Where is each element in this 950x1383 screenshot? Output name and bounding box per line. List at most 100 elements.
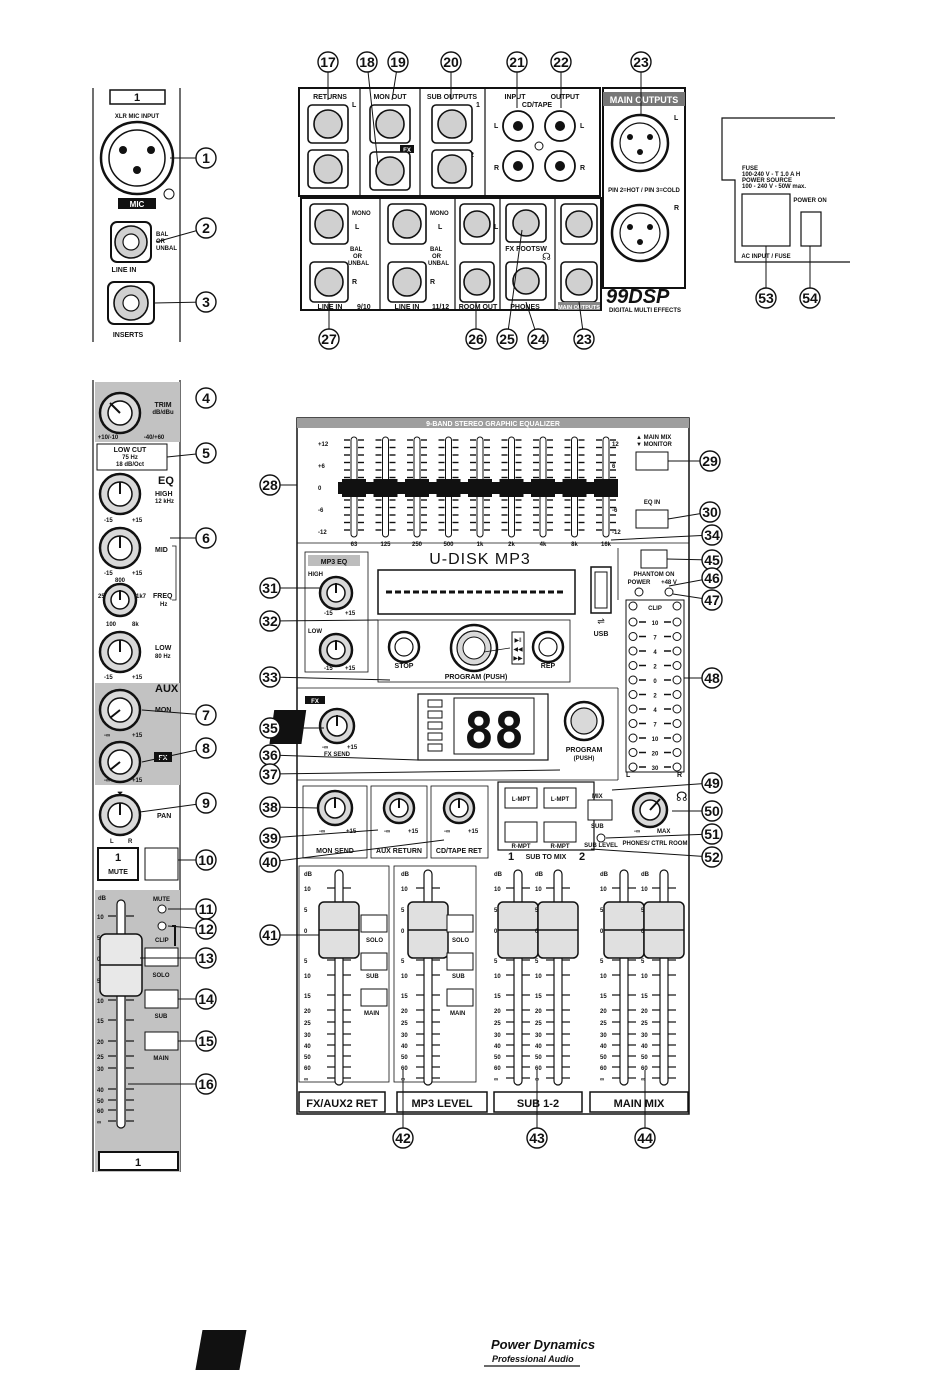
callout-number: 17 (320, 54, 336, 70)
power-line: 100 - 240 V - 50W max. (742, 184, 806, 190)
fader-scale-label: ∞ (494, 1077, 498, 1083)
pin-text: PIN 2=HOT / PIN 3=COLD (608, 188, 680, 194)
mix-sub-switch[interactable] (587, 799, 613, 821)
main-button[interactable] (144, 1031, 179, 1051)
fader-scale-label: 10 (494, 887, 501, 893)
callout-circle (259, 924, 281, 946)
callout-number: 26 (468, 331, 484, 347)
meter-led-l (628, 675, 638, 685)
sub-switch-label: SUB (591, 824, 604, 830)
headphone-icon: ☊ (542, 252, 551, 263)
sub-to-mix-2-l-button[interactable] (543, 787, 577, 809)
geq-band-label: 500 (443, 542, 454, 548)
mp3-sub-label: SUB (452, 974, 465, 980)
input-connectors-panel: 1 XLR MIC INPUT MIC BAL OR UNBAL LINE IN (92, 88, 181, 342)
fx-solo-label: SOLO (366, 938, 383, 944)
lmpt-2: L-MPT (551, 797, 570, 803)
fx-main-button[interactable] (360, 988, 388, 1007)
callout-circle (195, 147, 217, 169)
callout-circle (392, 1127, 414, 1149)
fader-scale-label: 0 (535, 929, 539, 935)
eq-high-max: +15 (132, 518, 143, 524)
mp3-low-label: LOW (308, 629, 322, 635)
sub-to-mix-2-r-button[interactable] (543, 821, 577, 843)
main-mix-monitor-button[interactable] (635, 451, 669, 471)
geq-scale-label-right: -12 (612, 530, 621, 536)
program-dsp-knob[interactable] (563, 700, 605, 742)
returns-l-jack-icon (313, 109, 343, 139)
main-outputs-label: MAIN OUTPUTS (610, 95, 679, 105)
monitor-label: ▼ MONITOR (636, 442, 672, 448)
low-cut-button[interactable] (96, 443, 168, 471)
fader-scale-label: 20 (494, 1009, 501, 1015)
geq-band-label: 63 (351, 542, 358, 548)
fx-solo-button[interactable] (360, 914, 388, 933)
fader-scale-label: 25 (641, 1021, 648, 1027)
fader-scale-label: 50 (494, 1055, 501, 1061)
fader-scale-label: 50 (304, 1055, 311, 1061)
callout-number: 31 (262, 580, 278, 596)
mute-label: MUTE (108, 869, 128, 876)
meter-scale-label: 10 (652, 621, 659, 627)
low-label: LOW (155, 645, 172, 652)
line-in-11-jack-icon (392, 209, 422, 239)
callout-circle (195, 947, 217, 969)
phantom-button[interactable] (640, 549, 668, 569)
svg-text:BAL: BAL (350, 247, 363, 253)
rmpt-2: R-MPT (551, 844, 570, 850)
output-label: OUTPUT (551, 94, 581, 101)
main-out-l-jack-icon (565, 210, 593, 238)
rep-button[interactable] (531, 630, 565, 664)
fader-scale-label: 20 (535, 1009, 542, 1015)
phones-min: -∞ (634, 829, 640, 835)
solo-button[interactable] (144, 947, 179, 967)
fader-scale-label: 10 (600, 887, 607, 893)
aux-label: AUX (155, 683, 179, 695)
rmpt-1: R-MPT (512, 844, 531, 850)
sub-button[interactable] (144, 989, 179, 1009)
fader-scale-label: 40 (401, 1044, 408, 1050)
callout-number: 46 (704, 570, 720, 586)
fader-scale-label: 10 (401, 887, 408, 893)
callout-circle (699, 501, 721, 523)
stop-button[interactable] (387, 630, 421, 664)
meter-led-r (672, 632, 682, 641)
low-cut-detail2: 18 dB/Oct (116, 462, 144, 468)
fx-sub-label: SUB (366, 974, 379, 980)
power-label: POWER (628, 580, 651, 586)
fader-scale-label: 10 (401, 974, 408, 980)
line-in-label: LINE IN (112, 267, 137, 274)
fader-scale-label: 15 (641, 994, 648, 1000)
fader-scale-label: ∞ (304, 1077, 308, 1083)
fx-sub-button[interactable] (360, 952, 388, 971)
mp3-eq-label: MP3 EQ (321, 559, 348, 566)
svg-text:▶‖: ▶‖ (514, 638, 521, 644)
mon-out-jack-icon (375, 109, 405, 139)
callout-leader (366, 61, 379, 166)
fader-scale-label: 40 (535, 1044, 542, 1050)
fader-fx-label: FX/AUX2 RET (306, 1098, 378, 1110)
sub-to-mix-1-l-button[interactable] (504, 787, 538, 809)
mute-button[interactable] (97, 847, 139, 881)
meter-led-r (672, 690, 682, 699)
callout-circle (195, 527, 217, 549)
mp3-solo-button[interactable] (446, 914, 474, 933)
eq-in-button[interactable] (635, 509, 669, 529)
meter-led-l (628, 646, 638, 656)
channel-fader-knob[interactable] (99, 933, 143, 997)
high-label: HIGH (155, 491, 173, 498)
program-mp3-knob[interactable] (449, 623, 499, 673)
transport-icons[interactable]: ▶‖ ◀◀ ▶▶ (511, 631, 525, 665)
mp3-main-button[interactable] (446, 988, 474, 1007)
callout-number: 10 (198, 852, 214, 868)
mp3-sub-button[interactable] (446, 952, 474, 971)
callout-leader (269, 676, 391, 681)
sub-to-mix-1-r-button[interactable] (504, 821, 538, 843)
clip-led (157, 921, 167, 931)
mono-l-1112: L (438, 224, 443, 231)
meter-led-r (672, 646, 682, 656)
phones-ctrl-room-label: PHONES/ CTRL ROOM (623, 841, 688, 847)
callout-number: 23 (576, 331, 592, 347)
callout-circle (701, 823, 723, 845)
